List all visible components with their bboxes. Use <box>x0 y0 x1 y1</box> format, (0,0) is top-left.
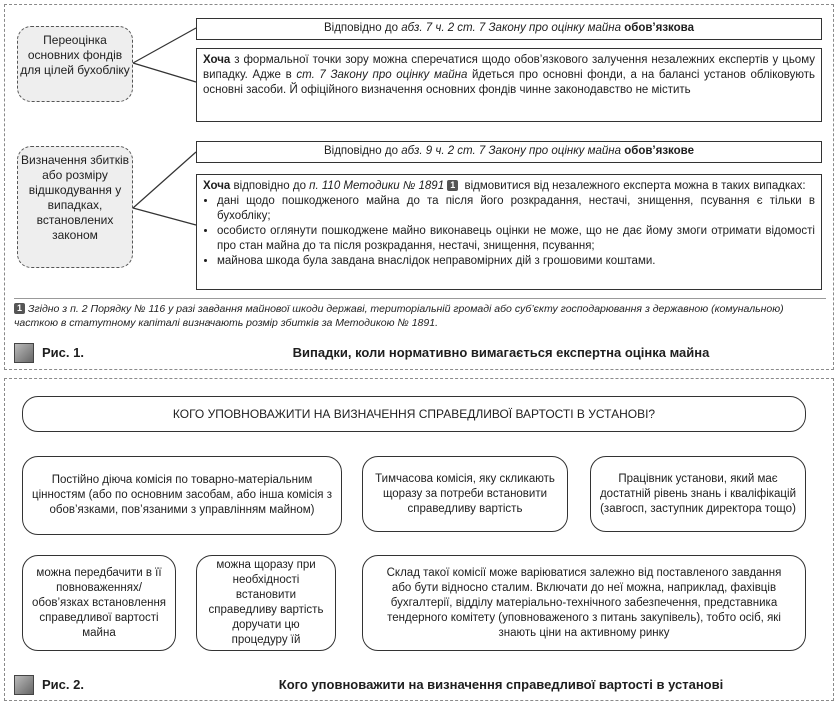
bullet-item: майнова шкода була завдана внаслідок неп… <box>217 254 815 269</box>
footnote-divider <box>14 298 826 299</box>
detail-temporary-composition-text: Склад такої комісії може варіюватися зал… <box>386 566 782 639</box>
box2-header-law: абз. 9 ч. 2 ст. 7 Закону про оцінку майн… <box>401 145 621 157</box>
box2-header-pre: Відповідно до <box>324 145 402 157</box>
detail-permanent-duties-text: можна передбачити в її повноваженнях/обо… <box>31 566 167 639</box>
box2-body-text2: відмовитися від незалежного експерта мож… <box>461 180 806 192</box>
box2-body: Хоча відповідно до п. 110 Методики № 189… <box>196 174 822 290</box>
footnote-number: 1 <box>14 303 25 314</box>
case-tag-damages-text: Визначення збитків або розміру відшкодув… <box>21 153 129 242</box>
box2-header: Відповідно до абз. 9 ч. 2 ст. 7 Закону п… <box>196 141 822 163</box>
figure-2-icon <box>14 675 34 695</box>
box1-body: Хоча з формальної точки зору можна спере… <box>196 48 822 122</box>
box2-body-lead: Хоча <box>203 180 231 192</box>
question-text: КОГО УПОВНОВАЖИТИ НА ВИЗНАЧЕННЯ СПРАВЕДЛ… <box>172 406 656 421</box>
detail-temporary-composition: Склад такої комісії може варіюватися зал… <box>362 555 806 651</box>
figure-1-caption: Випадки, коли нормативно вимагається екс… <box>292 345 710 360</box>
footnote-text: Згідно з п. 2 Порядку № 116 у разі завда… <box>14 303 784 329</box>
box1-body-law: ст. 7 Закону про оцінку майна <box>296 69 468 81</box>
detail-permanent-each-time-text: можна щоразу при необхідності встановити… <box>208 559 324 646</box>
figure-2-label: Рис. 2. <box>42 677 84 692</box>
option-employee: Працівник установи, який має достатній р… <box>590 456 806 532</box>
box1-header-status: обов’язкова <box>621 22 694 34</box>
bullet-item: особисто оглянути пошкоджене майно викон… <box>217 224 815 254</box>
box1-header: Відповідно до абз. 7 ч. 2 ст. 7 Закону п… <box>196 18 822 40</box>
detail-permanent-each-time: можна щоразу при необхідності встановити… <box>196 555 336 651</box>
case-tag-revaluation-text: Переоцінка основних фондів для цілей бух… <box>20 33 130 77</box>
box2-body-text1: відповідно до <box>230 180 310 192</box>
box2-bullet-list: дані щодо пошкодженого майна до та після… <box>203 194 815 269</box>
footnote-marker: 1 <box>447 180 459 191</box>
box1-header-law: абз. 7 ч. 2 ст. 7 Закону про оцінку майн… <box>401 22 621 34</box>
box2-body-law: п. 110 Методики № 1891 <box>309 180 445 192</box>
case-tag-revaluation: Переоцінка основних фондів для цілей бух… <box>17 26 133 102</box>
option-employee-text: Працівник установи, який має достатній р… <box>599 472 797 515</box>
box1-body-lead: Хоча <box>203 54 231 66</box>
box2-header-status: обов’язкове <box>621 145 694 157</box>
box1-header-pre: Відповідно до <box>324 22 402 34</box>
option-temporary-commission-text: Тимчасова комісія, яку скликають щоразу … <box>375 472 555 515</box>
figure-1-icon <box>14 343 34 363</box>
option-temporary-commission: Тимчасова комісія, яку скликають щоразу … <box>362 456 568 532</box>
figure-2-caption: Кого уповноважити на визначення справедл… <box>278 677 724 692</box>
option-permanent-commission: Постійно діюча комісія по товарно-матері… <box>22 456 342 535</box>
option-permanent-commission-text: Постійно діюча комісія по товарно-матері… <box>32 474 332 516</box>
box1-body-text2: йдеться про основні фонди, а на балансі … <box>203 69 815 96</box>
question-box: КОГО УПОВНОВАЖИТИ НА ВИЗНАЧЕННЯ СПРАВЕДЛ… <box>22 396 806 432</box>
figure-1-label: Рис. 1. <box>42 345 84 360</box>
bullet-item: дані щодо пошкодженого майна до та після… <box>217 194 815 224</box>
detail-permanent-duties: можна передбачити в її повноваженнях/обо… <box>22 555 176 651</box>
box1-body-text1: з формальної точки зору можна сперечатис… <box>203 54 815 81</box>
case-tag-damages: Визначення збитків або розміру відшкодув… <box>17 146 133 268</box>
